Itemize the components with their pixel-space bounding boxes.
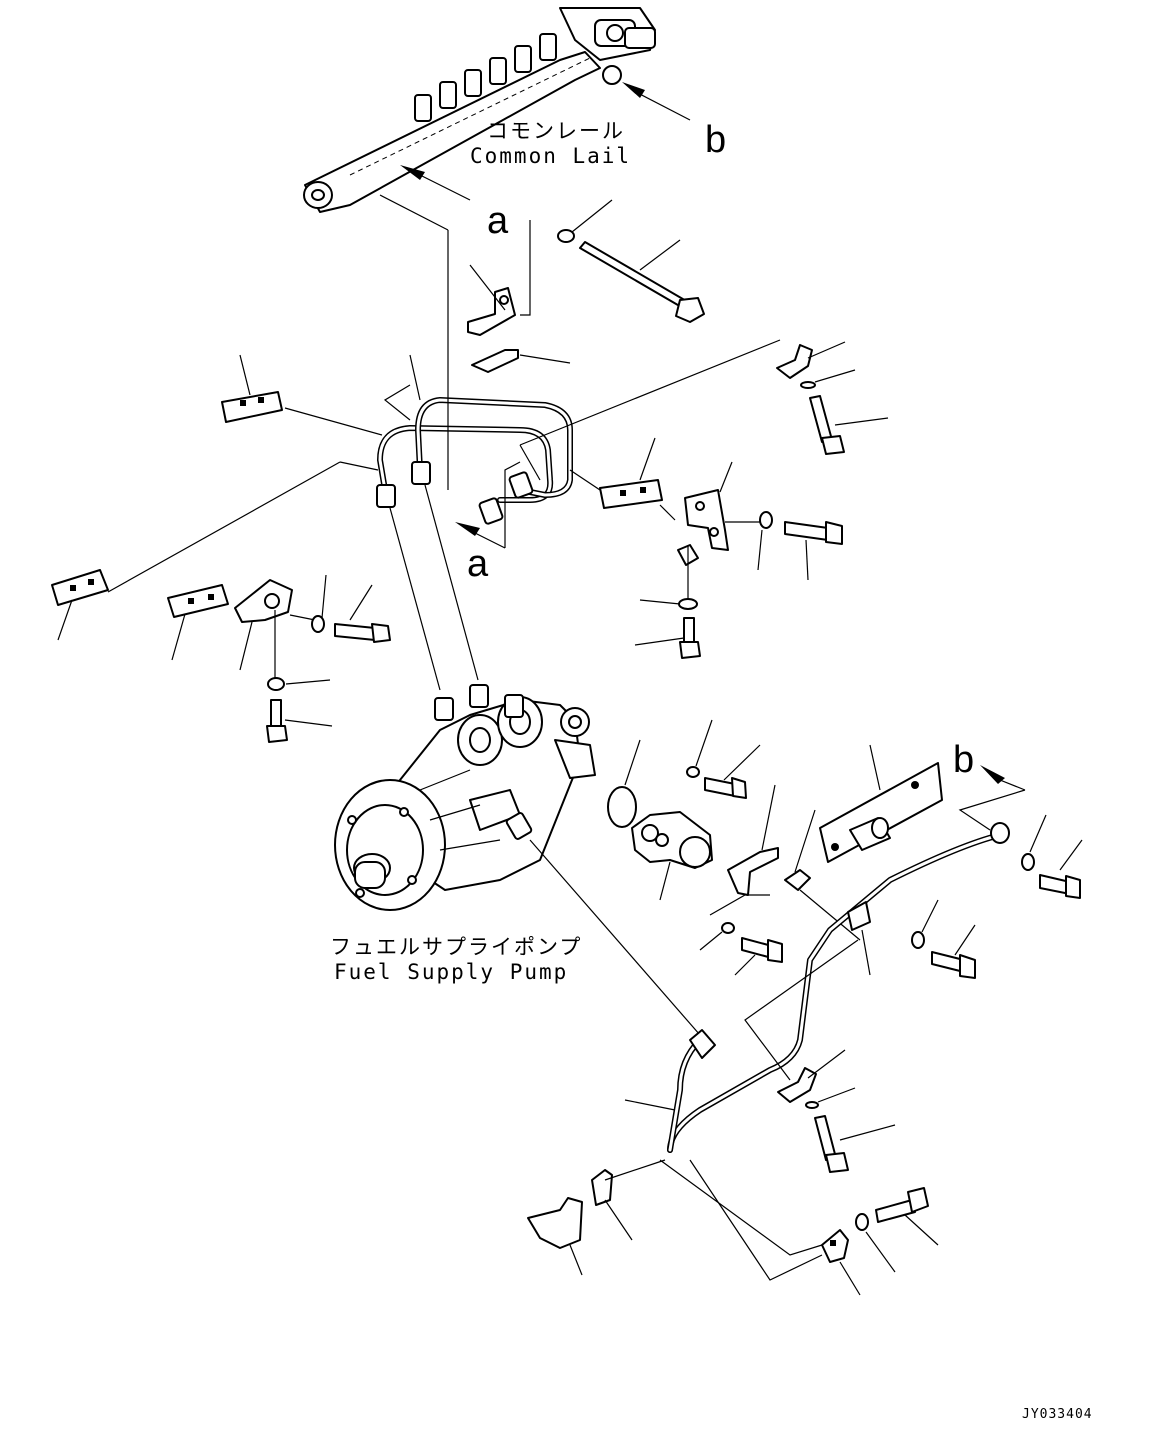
ref-letter-a-top: a [487, 200, 509, 242]
fuel-pump-jp-label: フュエルサプライポンプ [330, 935, 582, 959]
ref-letter-a-mid: a [467, 543, 489, 585]
clamp-bottom-left [527, 1159, 666, 1276]
fuel-pump-en-label: Fuel Supply Pump [334, 960, 568, 984]
clamp-lower-right [777, 1049, 896, 1173]
fuel-supply-pump [334, 684, 701, 1036]
washer-bolt-lower-mid [699, 922, 783, 976]
washer-bolt-left-lower [266, 677, 333, 743]
return-pipe [624, 822, 1010, 1153]
injection-pipes [376, 194, 573, 691]
rail-injector-ports [414, 33, 557, 122]
fitting-block [631, 811, 713, 901]
common-rail-jp-label: コモンレール [487, 119, 625, 143]
bolt-right-pipe-mid [911, 899, 976, 979]
clamp-right-mid [569, 437, 663, 509]
clamp-right-upper [519, 339, 889, 481]
bolt-right-pipe-end [1021, 814, 1083, 899]
bracket-right-mid [634, 461, 843, 659]
drawing-code: JY033404 [1022, 1407, 1093, 1422]
upper-clamp-bracket [467, 220, 571, 373]
clamp-left-low [51, 461, 379, 641]
common-rail [303, 7, 691, 213]
small-bracket-lower [709, 784, 861, 941]
clamp-left-mid [167, 579, 316, 678]
ref-letter-b-top: b [705, 119, 726, 161]
common-rail-en-label: Common Lail [470, 144, 631, 168]
oring [607, 739, 641, 828]
clamp-bottom-center [659, 1159, 861, 1296]
bolt-bottom-right [855, 1187, 939, 1273]
bolt-left [311, 574, 391, 643]
ref-letter-b-right: b [953, 739, 974, 781]
long-bolt [557, 199, 705, 323]
pipe-bracket-plate [819, 744, 943, 863]
clamp-top-left [221, 354, 383, 436]
fitting-bolt [686, 719, 761, 799]
